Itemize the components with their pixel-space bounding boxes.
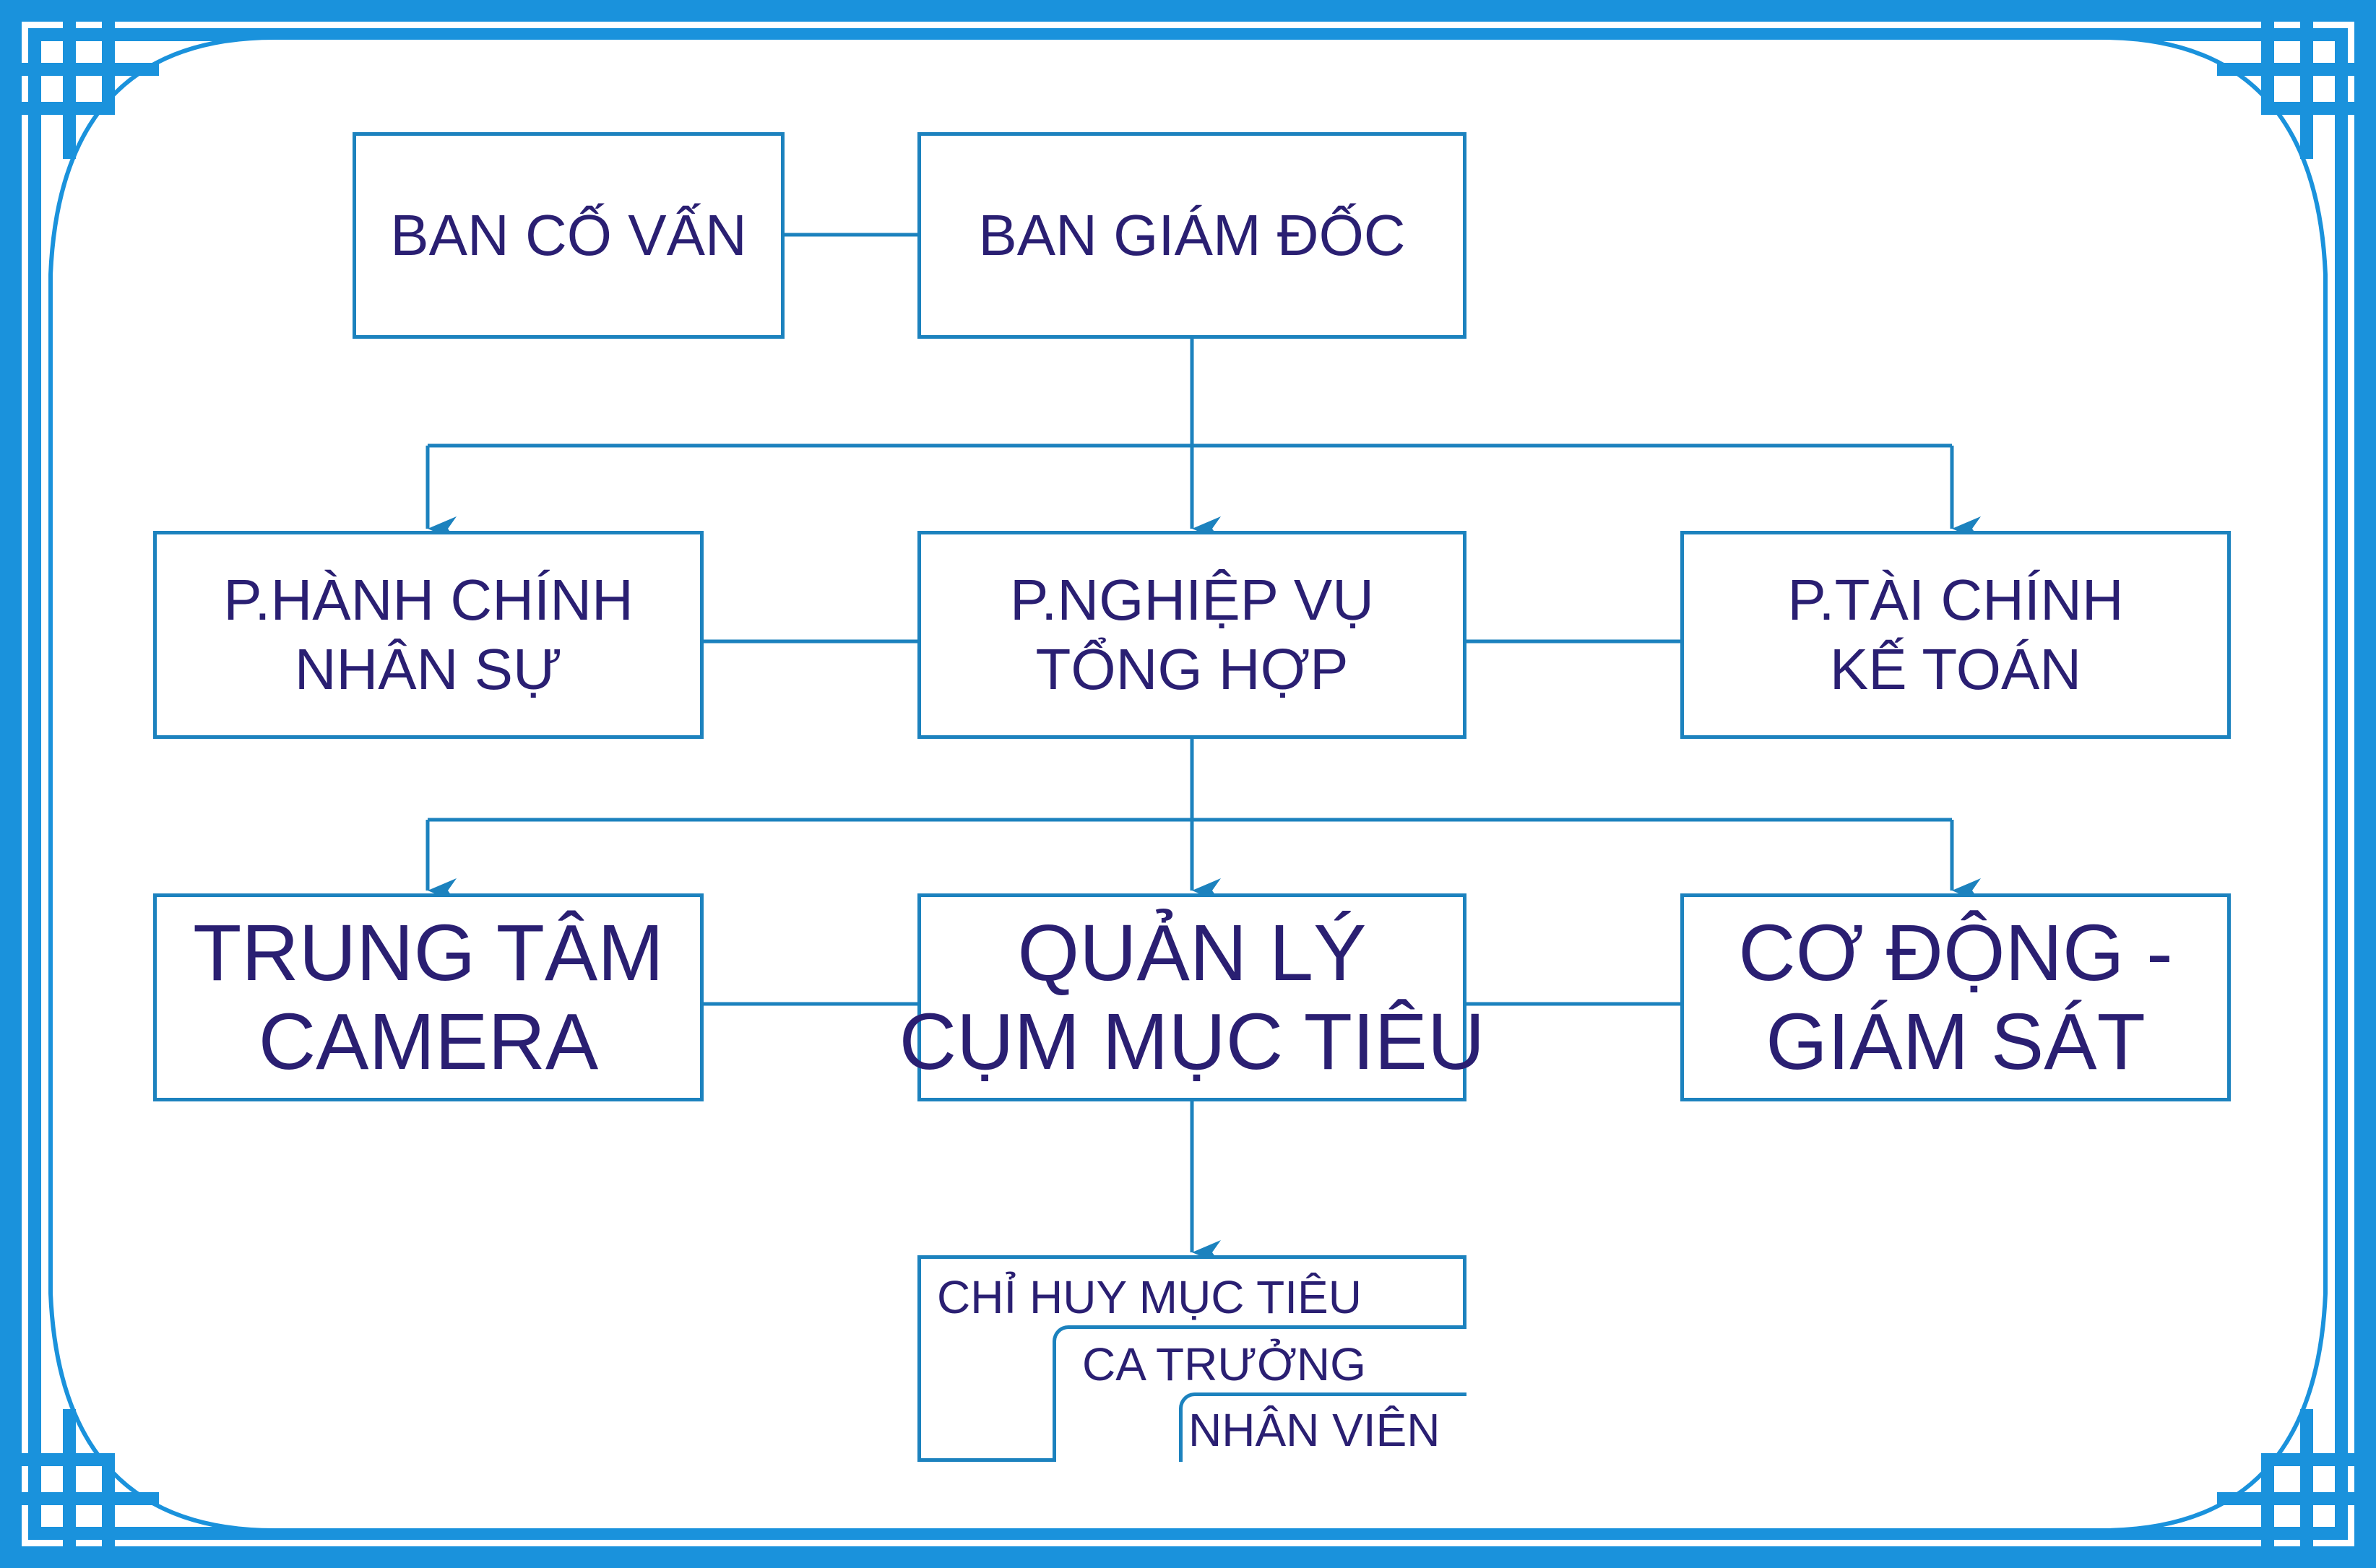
node-operations-line2: TỔNG HỢP: [1035, 637, 1349, 701]
node-operations-line1: P.NGHIỆP VỤ: [1010, 568, 1374, 632]
node-advisory-board: BAN CỐ VẤN: [353, 132, 785, 339]
frame-corner-bottom-right: [2217, 1409, 2376, 1568]
node-finance-line1: P.TÀI CHÍNH: [1787, 568, 2124, 632]
node-board-of-directors-label: BAN GIÁM ĐỐC: [978, 203, 1406, 267]
node-hr-admin: P.HÀNH CHÍNH NHÂN SỰ: [153, 531, 704, 739]
hierarchy-staff: NHÂN VIÊN: [1188, 1404, 1440, 1456]
hierarchy-level-2: CA TRƯỞNG NHÂN VIÊN: [1053, 1325, 1466, 1462]
node-camera-center-line2: CAMERA: [258, 997, 599, 1086]
node-finance-line2: KẾ TOÁN: [1829, 637, 2082, 701]
site-hierarchy: CHỈ HUY MỤC TIÊU CA TRƯỞNG NHÂN VIÊN: [917, 1255, 1466, 1462]
node-finance: P.TÀI CHÍNH KẾ TOÁN: [1680, 531, 2231, 739]
hierarchy-site-commander: CHỈ HUY MỤC TIÊU: [937, 1271, 1362, 1323]
frame-band: [28, 28, 2348, 1540]
node-operations: P.NGHIỆP VỤ TỔNG HỢP: [917, 531, 1466, 739]
frame-corner-top-right: [2217, 0, 2376, 159]
node-hr-admin-line1: P.HÀNH CHÍNH: [223, 568, 634, 632]
node-mobile-supervision-line2: GIÁM SÁT: [1766, 997, 2146, 1086]
node-camera-center: TRUNG TÂM CAMERA: [153, 893, 704, 1101]
node-target-management-line2: CỤM MỤC TIÊU: [899, 997, 1485, 1086]
node-mobile-supervision: CƠ ĐỘNG - GIÁM SÁT: [1680, 893, 2231, 1101]
node-hr-admin-line2: NHÂN SỰ: [294, 637, 563, 701]
node-board-of-directors: BAN GIÁM ĐỐC: [917, 132, 1466, 339]
hierarchy-shift-leader: CA TRƯỞNG: [1082, 1338, 1366, 1390]
frame-corner-top-left: [0, 0, 159, 159]
node-advisory-board-label: BAN CỐ VẤN: [390, 203, 747, 267]
node-mobile-supervision-line1: CƠ ĐỘNG -: [1738, 908, 2173, 997]
node-target-management-line1: QUẢN LÝ: [1017, 908, 1367, 997]
frame-corner-bottom-left: [0, 1409, 159, 1568]
node-target-management: QUẢN LÝ CỤM MỤC TIÊU: [899, 893, 1485, 1101]
hierarchy-level-3: NHÂN VIÊN: [1179, 1392, 1466, 1462]
node-camera-center-line1: TRUNG TÂM: [193, 908, 664, 997]
